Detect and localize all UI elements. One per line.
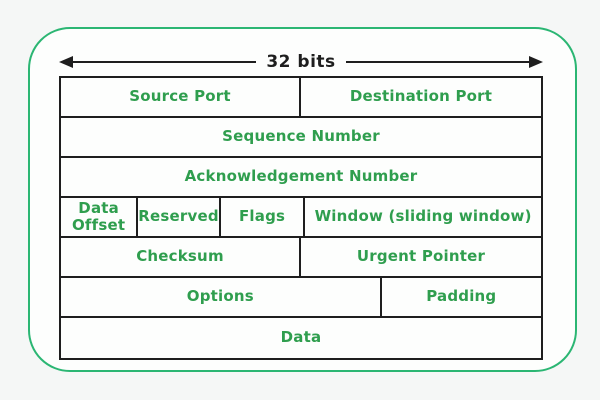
field-label: Sequence Number: [222, 127, 380, 146]
width-arrow: 32 bits: [59, 50, 544, 74]
field-cell: Data: [61, 318, 541, 358]
field-cell: Acknowledgement Number: [61, 158, 541, 196]
field-label: Destination Port: [349, 87, 493, 106]
table-row: Data Offset Reserved Flags Window (sliding …: [61, 198, 541, 238]
field-label: Data Offset: [71, 198, 126, 234]
table-row: Checksum Urgent Pointer: [61, 238, 541, 278]
field-label: Data: [280, 328, 322, 347]
field-label: Window (sliding window): [314, 207, 532, 226]
table-row: Acknowledgement Number: [61, 158, 541, 198]
table-row: Options Padding: [61, 278, 541, 318]
field-cell: Padding: [382, 278, 541, 316]
field-label: Padding: [426, 287, 497, 306]
field-cell: Data Offset: [61, 198, 139, 236]
field-label: Options: [186, 287, 254, 306]
field-label: Urgent Pointer: [356, 247, 486, 266]
field-cell: Flags: [221, 198, 306, 236]
field-cell: Window (sliding window): [305, 198, 541, 236]
field-cell: Destination Port: [301, 78, 541, 116]
arrow-right-icon: [529, 56, 544, 68]
field-label: Acknowledgement Number: [184, 167, 418, 186]
field-cell: Sequence Number: [61, 118, 541, 156]
table-row: Data: [61, 318, 541, 358]
table-row: Sequence Number: [61, 118, 541, 158]
field-label: Source Port: [129, 87, 231, 106]
field-label: Reserved: [138, 207, 219, 226]
table-row: Source Port Destination Port: [61, 78, 541, 118]
field-cell: Source Port: [61, 78, 301, 116]
field-label: Flags: [238, 207, 286, 226]
arrow-line-left: [73, 61, 257, 63]
width-label: 32 bits: [266, 52, 336, 72]
field-cell: Urgent Pointer: [301, 238, 541, 276]
field-label: Checksum: [136, 247, 224, 266]
field-cell: Reserved: [138, 198, 221, 236]
arrow-line-right: [345, 61, 530, 63]
field-cell: Options: [61, 278, 382, 316]
field-cell: Checksum: [61, 238, 301, 276]
arrow-left-icon: [59, 56, 73, 68]
